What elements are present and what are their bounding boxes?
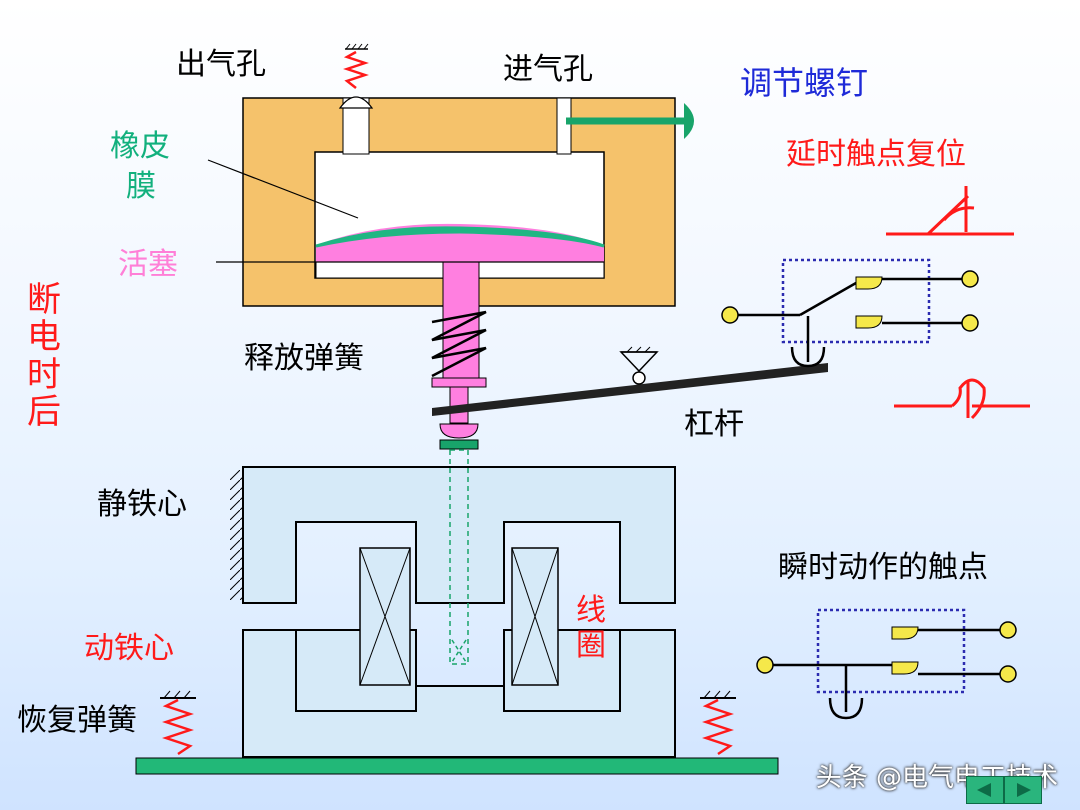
return-spring-right	[700, 690, 736, 756]
label-rubber-membrane-2: 膜	[126, 169, 156, 204]
label-piston: 活塞	[118, 247, 178, 282]
lever	[432, 346, 828, 416]
label-adjust-screw: 调节螺钉	[740, 64, 869, 102]
membrane-leader	[207, 159, 359, 219]
label-inlet-hole: 进气孔	[503, 52, 593, 87]
label-release-spring: 释放弹簧	[244, 341, 364, 376]
prev-slide-button[interactable]	[966, 776, 1004, 804]
label-power-off-after: 断电时后	[27, 280, 61, 433]
base-plate	[135, 757, 779, 775]
return-spring-left	[160, 690, 196, 756]
label-delayed-contact-reset: 延时触点复位	[786, 137, 966, 172]
moving-iron-core	[242, 629, 676, 758]
label-rubber-membrane-1: 橡皮	[110, 129, 170, 164]
label-instant-contacts: 瞬时动作的触点	[778, 550, 988, 585]
label-outlet-hole: 出气孔	[176, 47, 266, 82]
label-static-core: 静铁心	[97, 487, 187, 522]
outlet-spring	[343, 43, 369, 89]
delay-symbol-nc	[886, 186, 1014, 236]
piston-assembly	[315, 223, 605, 450]
label-return-spring: 恢复弹簧	[17, 703, 137, 738]
label-coil: 线圈	[576, 593, 606, 663]
label-moving-core: 动铁心	[84, 631, 174, 666]
delayed-contacts	[721, 258, 979, 368]
label-lever: 杠杆	[684, 407, 744, 442]
static-iron-core	[230, 466, 676, 604]
next-slide-button[interactable]	[1004, 776, 1042, 804]
push-rod	[449, 449, 469, 665]
arrow-right-icon	[1017, 783, 1031, 797]
arrow-left-icon	[977, 783, 991, 797]
delay-symbol-no	[894, 378, 1030, 420]
instant-contacts	[756, 608, 1017, 720]
coils	[359, 547, 559, 686]
release-spring	[431, 310, 487, 378]
adjust-screw	[566, 103, 694, 139]
